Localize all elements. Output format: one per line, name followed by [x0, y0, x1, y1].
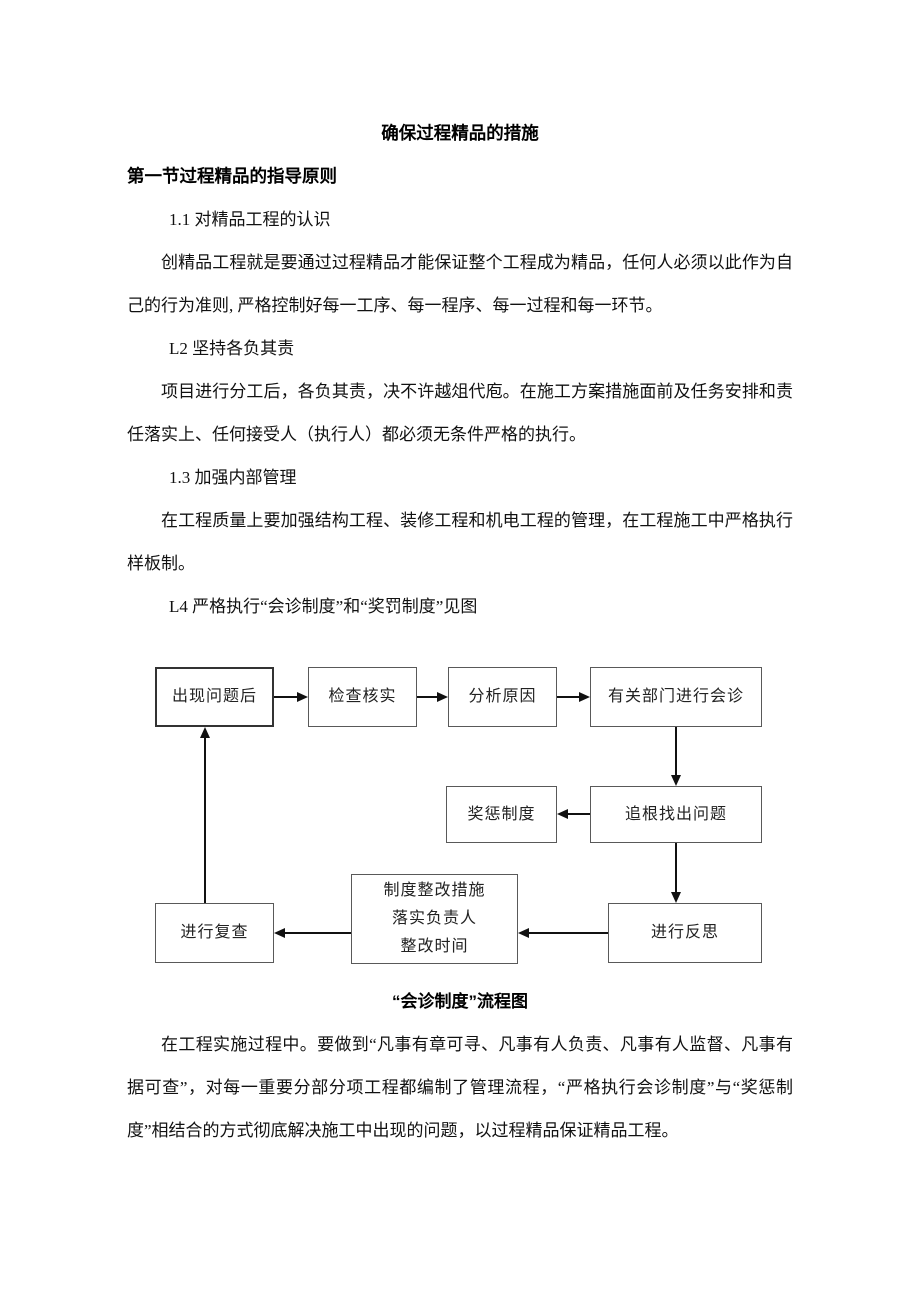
closing-paragraph: 在工程实施过程中。要做到“凡事有章可寻、凡事有人负责、凡事有人监督、凡事有据可查… [127, 1035, 793, 1140]
subsection-label-1-2: L2 坚持各负其责 [169, 339, 295, 358]
flow-node-reflect: 进行反思 [608, 903, 762, 963]
subsection-label-1-3: 1.3 加强内部管理 [169, 468, 297, 487]
flowchart-arrows [200, 692, 681, 938]
flow-node-rectify-measures: 制度整改措施 落实负责人 整改时间 [351, 874, 518, 964]
consultation-flowchart: 出现问题后 检查核实 分析原因 有关部门进行会诊 奖惩制度 追根找出问题 进行复… [0, 650, 920, 980]
closing-section: 在工程实施过程中。要做到“凡事有章可寻、凡事有人负责、凡事有人监督、凡事有据可查… [0, 1023, 920, 1152]
flow-node-analyze-cause: 分析原因 [448, 667, 557, 727]
flow-node-check-verify: 检查核实 [308, 667, 417, 727]
section-heading: 第一节过程精品的指导原则 [127, 166, 337, 186]
flow-node-dept-consultation: 有关部门进行会诊 [590, 667, 762, 727]
paragraph-1-2: 项目进行分工后，各负其责，决不许越俎代庖。在施工方案措施面前及任务安排和责任落实… [127, 382, 793, 444]
flow-node-recheck: 进行复查 [155, 903, 274, 963]
subsection-label-1-1: 1.1 对精品工程的认识 [169, 210, 331, 229]
flow-node-problem-found: 出现问题后 [155, 667, 274, 727]
paragraph-1-1: 创精品工程就是要通过过程精品才能保证整个工程成为精品，任何人必须以此作为自己的行… [127, 253, 793, 315]
flow-node-reward-punish-system: 奖惩制度 [446, 786, 557, 843]
document-body: 确保过程精品的措施 第一节过程精品的指导原则 1.1 对精品工程的认识 创精品工… [0, 0, 920, 628]
flow-node-trace-root-problem: 追根找出问题 [590, 786, 762, 843]
flowchart-caption: “会诊制度”流程图 [392, 992, 528, 1011]
subsection-label-1-4: L4 严格执行“会诊制度”和“奖罚制度”见图 [169, 597, 478, 616]
paragraph-1-3: 在工程质量上要加强结构工程、装修工程和机电工程的管理，在工程施工中严格执行样板制… [127, 511, 793, 573]
page-title: 确保过程精品的措施 [381, 123, 539, 143]
